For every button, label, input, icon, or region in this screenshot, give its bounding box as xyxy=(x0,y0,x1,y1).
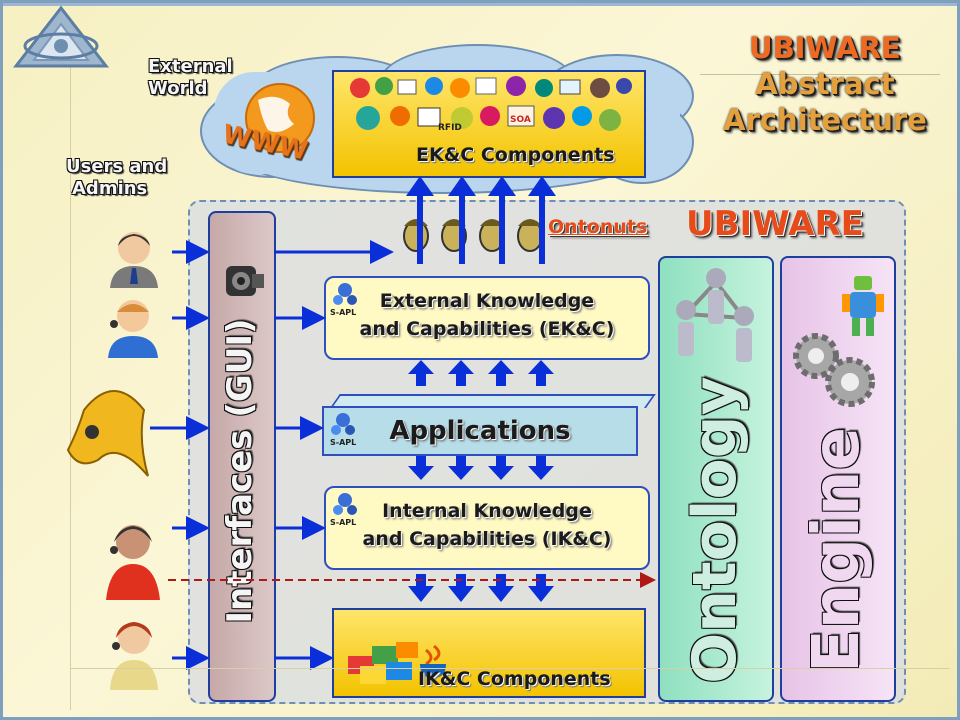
external-world-label: External World xyxy=(148,56,233,100)
plug-connector-icon xyxy=(226,266,264,296)
users-admins-label: Users and Admins xyxy=(66,156,167,200)
soa-label: SOA xyxy=(510,115,531,125)
external-world-line-1: External xyxy=(148,56,233,77)
apps-to-ikc-arrows xyxy=(408,456,554,480)
sapl-icon xyxy=(333,283,357,305)
ikc-panel: S-APL Internal Knowledge and Capabilitie… xyxy=(324,486,650,570)
rfid-label: RFID xyxy=(438,123,462,133)
sapl-label: S-APL xyxy=(330,518,357,527)
ikc-to-components-arrows xyxy=(408,574,554,602)
www-globe-icon xyxy=(245,83,315,153)
left-guide-line xyxy=(70,60,71,710)
applications-panel: S-APL Applications xyxy=(322,406,638,456)
applications-label: Applications xyxy=(389,416,571,446)
user-admin-icon-5 xyxy=(110,622,158,690)
ekc-components-box: RFID SOA EK&C Components xyxy=(332,70,646,178)
ikc-components-box: IK&C Components xyxy=(332,608,646,698)
user-admin-icon-4 xyxy=(106,525,160,600)
user-admin-icon-3 xyxy=(66,390,149,477)
ikc-line-1: Internal Knowledge xyxy=(382,500,592,522)
sapl-icon xyxy=(333,493,357,515)
lego-java-icons xyxy=(348,642,446,684)
external-world-line-2: World xyxy=(148,78,208,99)
ontology-panel xyxy=(658,256,774,702)
title-line-3: Architecture xyxy=(723,103,927,137)
top-band xyxy=(0,0,960,6)
ekc-line-2: and Capabilities (EK&C) xyxy=(359,318,615,340)
sapl-icon xyxy=(331,413,355,435)
engine-panel xyxy=(780,256,896,702)
component-icons: RFID SOA xyxy=(350,76,632,133)
network-people-icon xyxy=(676,268,754,362)
ekc-components-up-arrows xyxy=(406,176,556,264)
users-admins-line-2: Admins xyxy=(72,178,148,199)
user-admin-icon-1 xyxy=(110,232,158,288)
sapl-label: S-APL xyxy=(330,438,357,447)
users-admins-line-1: Users and xyxy=(66,156,168,177)
ekc-components-label: EK&C Components xyxy=(416,144,615,166)
footer-line xyxy=(70,668,950,669)
ontonuts-label: Ontonuts xyxy=(548,216,648,238)
title-line-1: UBIWARE xyxy=(749,31,901,65)
ekc-line-1: External Knowledge xyxy=(379,290,595,312)
page-title: UBIWARE Abstract Architecture xyxy=(700,30,950,138)
gears-icon xyxy=(793,333,875,407)
logo-icon xyxy=(12,5,110,68)
ikc-line-2: and Capabilities (IK&C) xyxy=(362,528,612,550)
user-admin-icon-2 xyxy=(108,300,158,358)
title-line-2: Abstract xyxy=(755,67,895,101)
robot-icon xyxy=(842,276,884,336)
ikc-components-label: IK&C Components xyxy=(418,668,611,690)
sapl-label: S-APL xyxy=(330,308,357,317)
title-underline xyxy=(700,74,940,75)
apps-to-ekc-arrows xyxy=(408,360,554,386)
ubiware-label: UBIWARE xyxy=(686,204,864,244)
ekc-panel: S-APL External Knowledge and Capabilitie… xyxy=(324,276,650,360)
